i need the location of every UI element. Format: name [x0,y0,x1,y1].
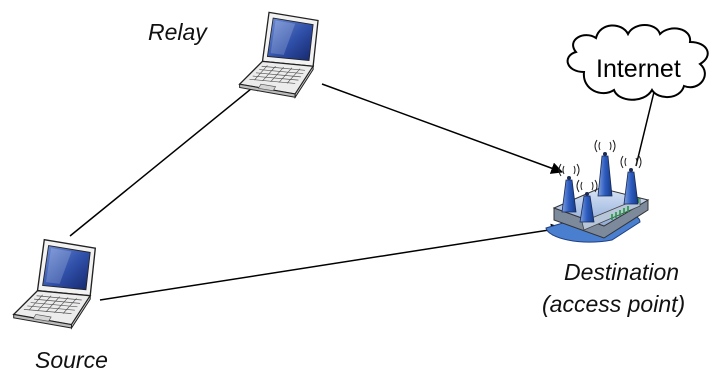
internet-label: Internet [596,55,681,83]
laptop-icon [12,238,97,329]
link-source-to-destination [99,223,564,301]
link-source-to-relay [69,79,263,237]
destination-label-line1: Destination [564,259,679,285]
destination-label-line2: (access point) [542,291,685,317]
source-label: Source [35,347,108,373]
wireless-router-icon [545,139,650,243]
cloud-icon [566,24,709,101]
source-node: Source [12,238,108,373]
internet-node: Internet [566,24,709,101]
links [69,79,655,301]
laptop-icon [238,11,319,99]
relay-label: Relay [148,19,208,45]
link-relay-to-destination [321,83,564,174]
destination-node: Destination (access point) [542,139,685,317]
relay-node: Relay [148,11,319,99]
link-destination-to-internet [635,91,655,167]
